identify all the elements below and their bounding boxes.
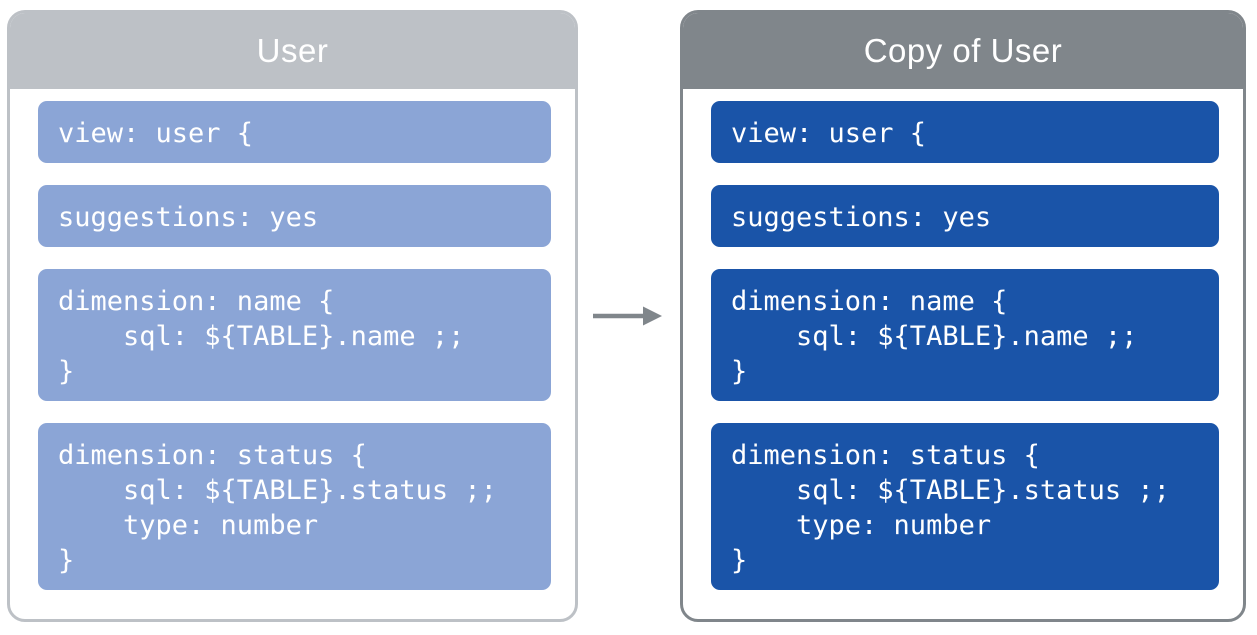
panel-user: User view: user { suggestions: yes dimen… [7, 10, 578, 622]
copy-code-block-dimension-status: dimension: status { sql: ${TABLE}.status… [711, 423, 1219, 590]
copy-code-block-view: view: user { [711, 101, 1219, 163]
user-code-block-view: view: user { [38, 101, 551, 163]
panel-copy-of-user-header: Copy of User [683, 13, 1243, 89]
user-code-block-suggestions: suggestions: yes [38, 185, 551, 247]
copy-code-block-dimension-name: dimension: name { sql: ${TABLE}.name ;; … [711, 269, 1219, 401]
copy-code-block-suggestions: suggestions: yes [711, 185, 1219, 247]
user-code-block-dimension-status: dimension: status { sql: ${TABLE}.status… [38, 423, 551, 590]
copy-arrow-icon [593, 303, 663, 329]
user-code-block-dimension-name: dimension: name { sql: ${TABLE}.name ;; … [38, 269, 551, 401]
panel-copy-of-user-title: Copy of User [863, 32, 1063, 69]
panel-user-body: view: user { suggestions: yes dimension:… [10, 89, 575, 604]
panel-copy-of-user-body: view: user { suggestions: yes dimension:… [683, 89, 1243, 604]
panel-user-title: User [256, 32, 329, 69]
panel-copy-of-user: Copy of User view: user { suggestions: y… [680, 10, 1246, 622]
panel-user-header: User [10, 13, 575, 89]
